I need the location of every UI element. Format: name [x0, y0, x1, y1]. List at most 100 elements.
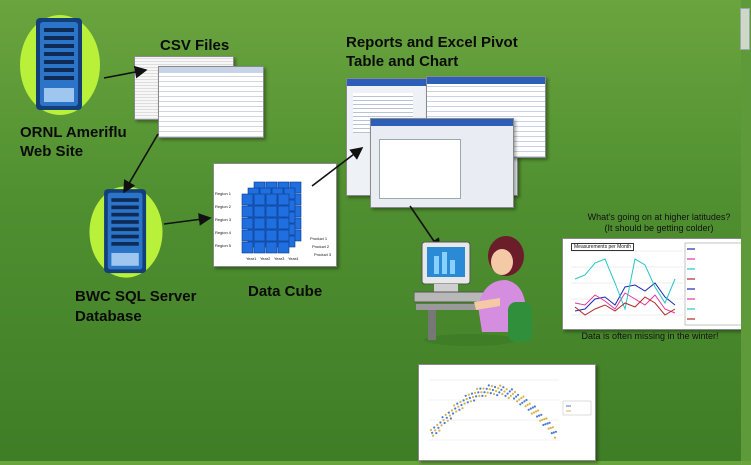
cube-cell [241, 193, 254, 206]
scatter-point [461, 407, 464, 410]
scatter-point [500, 388, 503, 391]
scatter-point [481, 394, 484, 397]
scatter-point [499, 384, 502, 387]
scatter-point [440, 424, 443, 427]
scatter-point [517, 393, 520, 396]
scatter-point [457, 405, 460, 408]
cube-cell [265, 181, 278, 194]
scatter-point [455, 410, 458, 413]
scatter-point [463, 402, 466, 405]
scatter-point [537, 409, 540, 412]
scatter-point [525, 398, 528, 402]
scatter-point [436, 423, 439, 427]
scatter-point [431, 431, 434, 434]
cube-cell [283, 223, 296, 236]
scatter-point [489, 392, 492, 395]
missing-data-note: Data is often missing in the winter! [581, 331, 719, 341]
scatter-point [473, 399, 476, 402]
scatter-point [496, 394, 499, 397]
scatter-point [486, 391, 489, 394]
scatter-point [450, 409, 454, 412]
cube-cell [247, 187, 260, 200]
scatter-point [541, 418, 544, 421]
scatter-point [539, 419, 542, 422]
cube-region-label: Region 3 [215, 217, 232, 222]
scatter-point [513, 390, 517, 394]
scatter-point [462, 399, 465, 402]
scatter-point [544, 423, 547, 426]
cube-cell [277, 217, 290, 230]
bwc-label-line2: Database [75, 308, 142, 325]
arrow-cube-to-reports [311, 147, 364, 187]
scatter-point [429, 428, 433, 432]
scatter-point [474, 391, 477, 394]
scatter-point [465, 397, 468, 401]
scatter-point [495, 390, 498, 393]
ornl-server-icon [20, 15, 100, 115]
cube-region-label: Region 4 [215, 230, 232, 235]
scatter-point [449, 417, 452, 420]
scatter-point [470, 392, 474, 395]
scatter-point [441, 416, 444, 419]
scatter-point [505, 388, 508, 391]
scatter-point [434, 429, 437, 432]
cube-cell [271, 187, 284, 200]
cube-region-label: Region 5 [215, 243, 232, 248]
scrollbar-thumb[interactable] [740, 8, 750, 50]
scatter-point [444, 413, 447, 416]
bwc-server-icon [89, 186, 163, 278]
cube-cell [241, 217, 254, 230]
scatter-point [464, 394, 467, 397]
cube-cell [265, 205, 278, 218]
csv-file-thumbnail-front [158, 66, 264, 138]
scatter-point [533, 405, 536, 408]
cube-cell [271, 223, 284, 236]
scatter-point [432, 434, 435, 437]
cube-cell [259, 223, 272, 236]
cube-cell [247, 223, 260, 236]
cube-cell [289, 193, 302, 206]
cube-cell [253, 217, 266, 230]
scatter-point [466, 401, 469, 404]
scatter-point [527, 408, 530, 411]
scatter-point [437, 426, 440, 429]
scatter-point [435, 432, 438, 435]
cube-cell [271, 199, 284, 212]
cube-cell [289, 205, 302, 218]
scatter-point [548, 421, 551, 424]
cube-cell [277, 181, 290, 194]
scatter-point [552, 431, 555, 434]
cube-cell [289, 217, 302, 230]
cube-cell [247, 235, 260, 248]
scatter-point [535, 415, 539, 418]
scatter-point [534, 410, 538, 413]
arrow-csv-to-bwc [123, 133, 159, 194]
scrollbar-track[interactable] [740, 0, 751, 461]
scatter-point [443, 421, 446, 425]
question-line2: (It should be getting colder) [604, 223, 714, 233]
scatter-point [553, 436, 556, 439]
scatter-point [467, 393, 470, 396]
cube-cell [277, 205, 290, 218]
scatter-point [477, 391, 480, 394]
cube-cell [277, 241, 290, 254]
measurements-chart-title: Measurements per Month [571, 243, 634, 251]
data-cube-icon [241, 181, 302, 254]
cube-cell [283, 199, 296, 212]
cube-cell [253, 181, 266, 194]
scatter-point [502, 386, 505, 389]
scatter-point [508, 390, 511, 393]
scatter-point [538, 414, 541, 417]
report-chart-window [370, 118, 514, 208]
scatter-point [483, 391, 486, 394]
scatter-point [529, 407, 532, 410]
cube-cell [253, 241, 266, 254]
cube-year-label: Year1 [246, 256, 257, 261]
scatter-point [493, 385, 497, 389]
scatter-point [447, 411, 450, 414]
scatter-point [526, 403, 529, 406]
cube-cell [259, 199, 272, 212]
ornl-label-line2: Web Site [20, 143, 84, 160]
cube-cell [247, 199, 260, 212]
scatter-point [540, 413, 543, 416]
